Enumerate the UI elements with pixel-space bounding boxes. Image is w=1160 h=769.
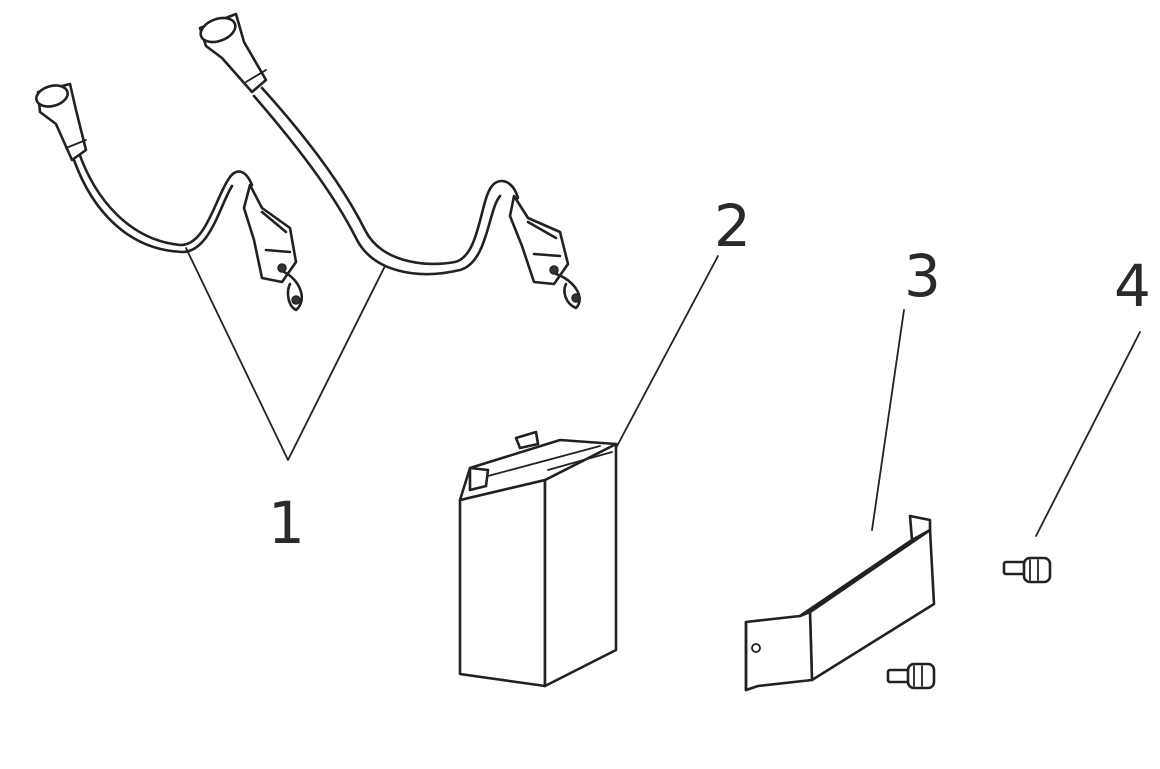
- callout-3-leader: [871, 309, 905, 531]
- cable-a-terminal: [242, 183, 303, 312]
- cable-a-boot: [35, 82, 88, 162]
- callout-2-label: 2: [714, 192, 751, 260]
- part-3-bracket: [744, 309, 936, 692]
- callout-3-label: 3: [904, 242, 941, 310]
- screw-upper: [1002, 556, 1052, 584]
- callout-4-leader: [1035, 331, 1141, 537]
- cable-b-terminal: [508, 194, 581, 310]
- cable-b-wire: [260, 86, 520, 266]
- callout-2-leader: [615, 255, 719, 449]
- screw-lower: [886, 662, 936, 690]
- callout-4-label: 4: [1114, 252, 1151, 320]
- cable-a-wire: [76, 148, 254, 247]
- part-1-battery-cables: [35, 12, 581, 461]
- callout-1-leader: [185, 247, 386, 461]
- cable-b-boot: [198, 12, 268, 94]
- part-4-screws: [886, 331, 1141, 690]
- part-2-battery: [458, 255, 719, 688]
- callout-1-label: 1: [268, 489, 305, 557]
